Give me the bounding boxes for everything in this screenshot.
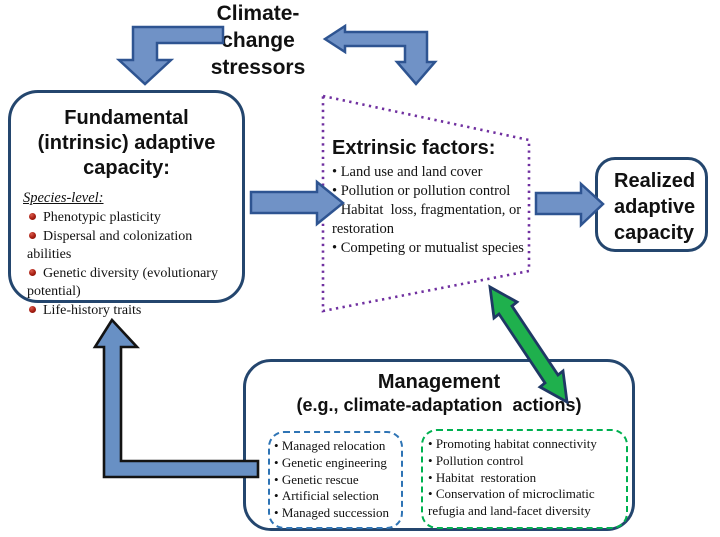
- extrinsic-factors-title: Extrinsic factors:: [332, 137, 496, 159]
- list-item: Genetic engineering: [274, 455, 401, 472]
- list-item: Managed succession: [274, 505, 401, 522]
- list-item: Promoting habitat connectivity: [428, 436, 624, 453]
- genetic-actions-list: Managed relocation Genetic engineering G…: [274, 438, 401, 522]
- management-title: Management: [377, 371, 501, 393]
- arrow-extrinsic-to-realized-icon: [534, 181, 605, 228]
- habitat-actions-box: Promoting habitat connectivity Pollution…: [421, 429, 628, 529]
- fundamental-capacity-box: Fundamental (intrinsic) adaptive capacit…: [8, 90, 245, 318]
- list-item: Life-history traits: [27, 302, 239, 320]
- climate-stressors-label: Climate- change stressors: [210, 2, 306, 79]
- fundamental-capacity-list: Phenotypic plasticity Dispersal and colo…: [27, 209, 239, 321]
- list-item: Conservation of microclimatic refugia an…: [428, 486, 624, 520]
- arrow-management-to-fundamental-icon: [92, 317, 260, 479]
- list-item: Genetic diversity (evolutionary potentia…: [27, 265, 239, 301]
- habitat-actions-list: Promoting habitat connectivity Pollution…: [428, 436, 624, 520]
- realized-capacity-title: Realized adaptive capacity: [614, 170, 696, 244]
- fundamental-capacity-title: Fundamental (intrinsic) adaptive capacit…: [37, 107, 216, 179]
- arrow-fundamental-to-extrinsic-icon: [249, 179, 345, 227]
- arrow-climate-extrinsic-bidirectional-icon: [322, 23, 438, 86]
- list-item: Artificial selection: [274, 488, 401, 505]
- list-item: Pollution or pollution control: [332, 182, 534, 201]
- list-item: Habitat restoration: [428, 470, 624, 487]
- list-item: Land use and land cover: [332, 163, 534, 182]
- list-item: Genetic rescue: [274, 472, 401, 489]
- list-item: Habitat loss, fragmentation, or restorat…: [332, 201, 534, 239]
- list-item: Dispersal and colonization abilities: [27, 228, 239, 264]
- management-subtitle: (e.g., climate-adaptation actions): [296, 395, 582, 415]
- extrinsic-factors-list: Land use and land cover Pollution or pol…: [332, 163, 534, 258]
- list-item: Competing or mutualist species: [332, 239, 534, 258]
- list-item: Pollution control: [428, 453, 624, 470]
- species-level-label: Species-level:: [23, 190, 104, 206]
- extrinsic-factors-group: Extrinsic factors: Land use and land cov…: [332, 136, 534, 258]
- list-item: Managed relocation: [274, 438, 401, 455]
- realized-capacity-box: Realized adaptive capacity: [595, 157, 708, 252]
- genetic-actions-box: Managed relocation Genetic engineering G…: [268, 431, 403, 529]
- list-item: Phenotypic plasticity: [27, 209, 239, 227]
